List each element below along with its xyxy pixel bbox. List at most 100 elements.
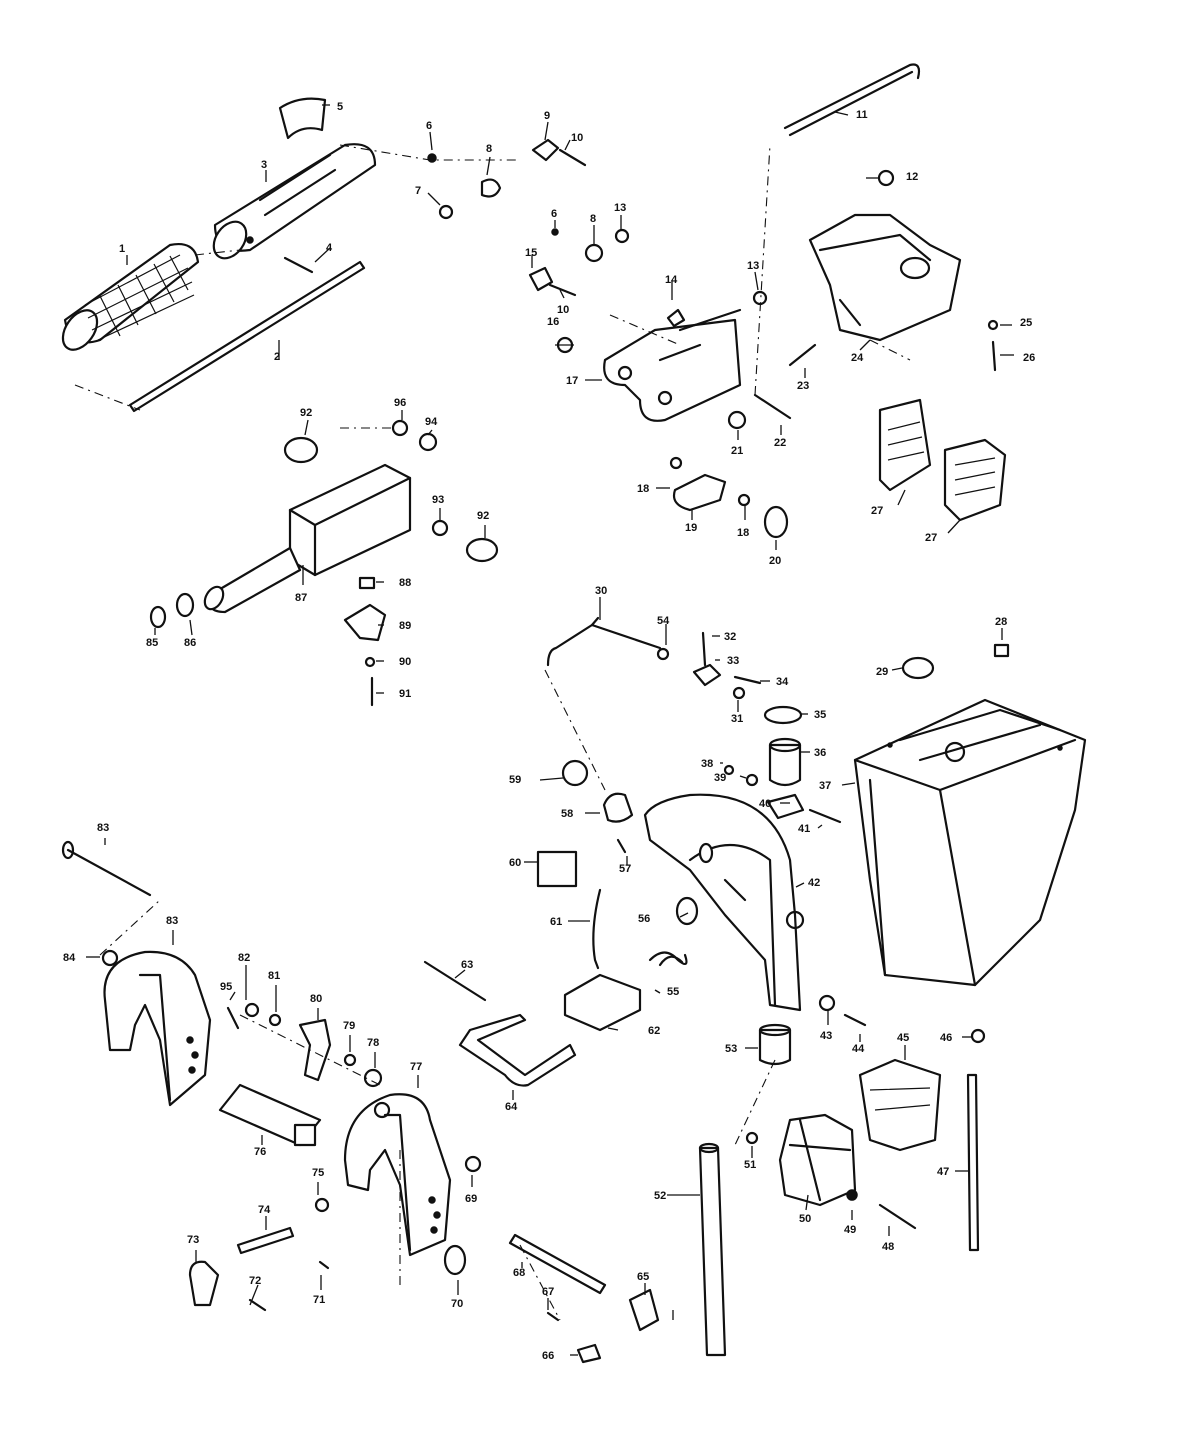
- washer-20: [763, 505, 789, 539]
- bushing-36: [768, 743, 802, 787]
- nut-21: [727, 410, 747, 430]
- callout-29: 29: [876, 666, 888, 678]
- block-33: [692, 663, 722, 687]
- tube-52: [698, 1142, 727, 1357]
- stern-bracket-83: [103, 950, 212, 1107]
- spring-28: [993, 643, 1010, 658]
- callout-31: 31: [731, 713, 743, 725]
- callout-94: 94: [425, 416, 438, 428]
- rod-63: [423, 960, 487, 1002]
- washer-70: [443, 1244, 467, 1276]
- pin-23: [788, 343, 817, 367]
- callout-92: 92: [300, 407, 312, 419]
- callout-81: 81: [268, 970, 280, 982]
- callout-1: 1: [119, 243, 125, 255]
- callout-68: 68: [513, 1267, 525, 1279]
- callout-18: 18: [637, 483, 649, 495]
- cover-half-27a: [878, 398, 932, 492]
- plate-62: [563, 973, 642, 1032]
- steering-bracket-17: [603, 308, 742, 422]
- callout-22: 22: [774, 437, 786, 449]
- handle-rod-11: [783, 63, 921, 137]
- washer-43: [818, 994, 836, 1012]
- washer-39: [745, 773, 759, 787]
- callout-14: 14: [665, 274, 678, 286]
- callout-23: 23: [797, 380, 809, 392]
- washer-90: [364, 656, 376, 668]
- swivel-bracket-42: [643, 793, 805, 1012]
- nut-49: [846, 1189, 858, 1201]
- washer-92a: [283, 436, 319, 464]
- callout-93: 93: [432, 494, 444, 506]
- callout-92b: 92: [477, 510, 489, 522]
- callout-13: 13: [614, 202, 626, 214]
- callout-70: 70: [451, 1298, 463, 1310]
- callout-12: 12: [906, 171, 918, 183]
- callout-49: 49: [844, 1224, 856, 1236]
- callout-32: 32: [724, 631, 736, 643]
- callout-59: 59: [509, 774, 521, 786]
- clamp-50: [778, 1113, 857, 1207]
- callout-85: 85: [146, 637, 158, 649]
- callout-56: 56: [638, 913, 650, 925]
- pin-22: [753, 393, 792, 420]
- washer-56: [675, 896, 699, 926]
- screw-34: [733, 675, 762, 685]
- callout-8: 8: [486, 143, 492, 155]
- callout-26: 26: [1023, 352, 1035, 364]
- cover-half-27b: [943, 438, 1007, 522]
- bolt-41: [808, 808, 842, 824]
- callout-86: 86: [184, 637, 196, 649]
- screw-74: [236, 1226, 295, 1255]
- throttle-rod-30: [546, 616, 662, 667]
- callout-30: 30: [595, 585, 607, 597]
- callout-6: 6: [426, 120, 432, 132]
- grommet-46: [970, 1028, 986, 1044]
- callout-74: 74: [258, 1204, 271, 1216]
- callout-47: 47: [937, 1166, 949, 1178]
- callout-61: 61: [550, 916, 562, 928]
- exhaust-housing-37: [853, 698, 1087, 987]
- bolt-83: [66, 848, 152, 897]
- callout-83b: 83: [166, 915, 178, 927]
- callout-35: 35: [814, 709, 826, 721]
- tiller-grip: [61, 243, 200, 351]
- block-88: [358, 576, 376, 590]
- lever-80: [298, 1018, 332, 1082]
- callout-19: 19: [685, 522, 697, 534]
- tilt-tube-76: [218, 1083, 322, 1147]
- clamp-40: [766, 793, 805, 820]
- callout-27: 27: [871, 505, 883, 517]
- callout-39: 39: [714, 772, 726, 784]
- callout-38: 38: [701, 758, 713, 770]
- bushing-95: [391, 419, 409, 437]
- callout-21: 21: [731, 445, 743, 457]
- link-19: [669, 456, 751, 512]
- bushing-58: [602, 792, 634, 823]
- bolt-48: [878, 1203, 917, 1230]
- pin-38: [723, 764, 735, 776]
- grommet-12: [877, 169, 895, 187]
- callout-72: 72: [249, 1275, 261, 1287]
- callout-87: 87: [295, 592, 307, 604]
- callout-60: 60: [509, 857, 521, 869]
- callout-51: 51: [744, 1159, 756, 1171]
- nut-51: [745, 1131, 759, 1145]
- tilt-lever-64: [458, 1013, 577, 1087]
- callout-36: 36: [814, 747, 826, 759]
- callout-6b: 6: [551, 208, 557, 220]
- nut-94: [418, 432, 438, 452]
- callout-10b: 10: [557, 304, 569, 316]
- callout-57: 57: [619, 863, 631, 875]
- callout-63: 63: [461, 959, 473, 971]
- callout-78: 78: [367, 1037, 379, 1049]
- callout-labels: 1 2 3 4 5 6 7 8 9 10 11 12 6 8 13 13 14 …: [63, 101, 1035, 1362]
- callout-84: 84: [63, 952, 76, 964]
- callout-79: 79: [343, 1020, 355, 1032]
- callout-91: 91: [399, 688, 411, 700]
- callout-73: 73: [187, 1234, 199, 1246]
- callout-18b: 18: [737, 527, 749, 539]
- callout-90: 90: [399, 656, 411, 668]
- callout-17: 17: [566, 375, 578, 387]
